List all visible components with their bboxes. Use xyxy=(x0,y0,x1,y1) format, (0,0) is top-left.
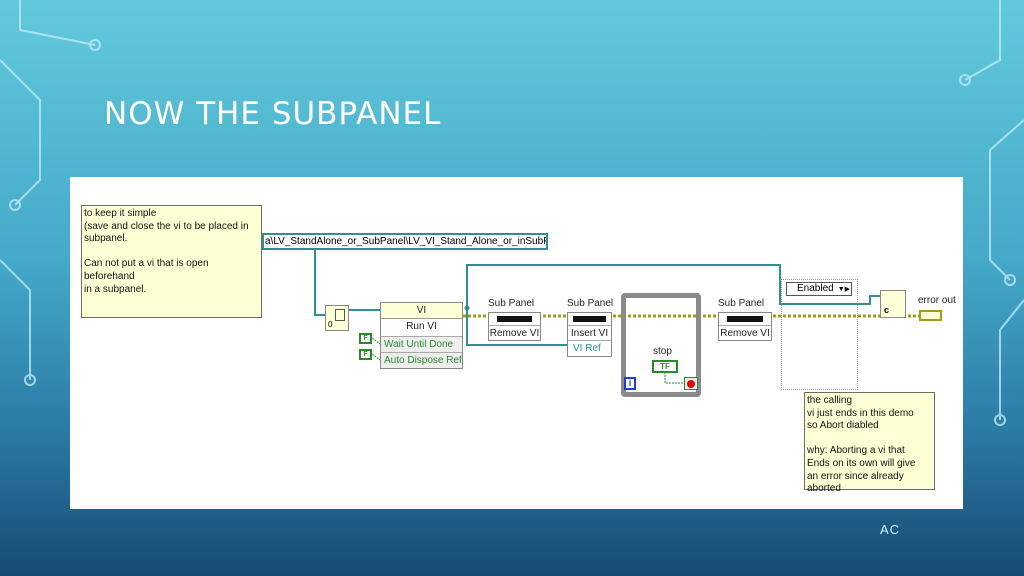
slide-title: NOW THE SUBPANEL xyxy=(104,96,442,132)
stop-condition-icon xyxy=(684,377,698,390)
wait-until-done-param[interactable]: Wait Until Done xyxy=(381,336,462,352)
comment-top: to keep it simple (save and close the vi… xyxy=(81,205,262,318)
open-ref-option: 0 xyxy=(328,320,333,329)
vi-ref-header: VI xyxy=(381,303,462,319)
dropdown-arrow-icon: ▼▶ xyxy=(837,286,851,293)
vi-ref-param: VI Ref xyxy=(568,340,611,356)
open-vi-reference-node[interactable]: 0 xyxy=(325,305,349,331)
while-loop[interactable] xyxy=(621,293,701,397)
run-vi-method: Run VI xyxy=(406,321,437,332)
selector-value: Enabled xyxy=(797,283,834,294)
subpanel-label: Sub Panel xyxy=(718,298,765,309)
false-constant[interactable]: F xyxy=(359,333,372,344)
slide-footer: AC xyxy=(880,522,901,537)
window-icon xyxy=(335,309,345,321)
remove-vi-method: Remove VI xyxy=(489,325,540,340)
path-constant[interactable]: a\LV_StandAlone_or_SubPanel\LV_VI_Stand_… xyxy=(262,233,548,250)
remove-vi-node[interactable]: Remove VI xyxy=(488,312,541,341)
stop-label: stop xyxy=(653,346,672,357)
subpanel-label: Sub Panel xyxy=(567,298,614,309)
error-to-string-node[interactable]: c xyxy=(880,290,906,318)
remove-vi-node[interactable]: Remove VI xyxy=(718,312,772,341)
false-constant[interactable]: F xyxy=(359,349,372,360)
stop-button-terminal[interactable]: TF xyxy=(652,360,678,373)
run-vi-invoke-node[interactable]: VI Run VI Wait Until Done Auto Dispose R… xyxy=(380,302,463,369)
error-out-label: error out xyxy=(918,295,956,306)
insert-vi-node[interactable]: Insert VI VI Ref xyxy=(567,312,612,357)
error-out-indicator[interactable] xyxy=(919,310,942,321)
remove-vi-method: Remove VI xyxy=(719,325,771,340)
auto-dispose-ref-param[interactable]: Auto Dispose Ref xyxy=(381,352,462,368)
comment-bottom: the calling vi just ends in this demo so… xyxy=(804,392,935,494)
subpanel-label: Sub Panel xyxy=(488,298,535,309)
case-selector[interactable]: Enabled▼▶ xyxy=(786,282,852,296)
insert-vi-method: Insert VI xyxy=(568,325,611,340)
diagram-disable-structure[interactable] xyxy=(781,279,858,390)
iteration-terminal: i xyxy=(624,377,636,390)
